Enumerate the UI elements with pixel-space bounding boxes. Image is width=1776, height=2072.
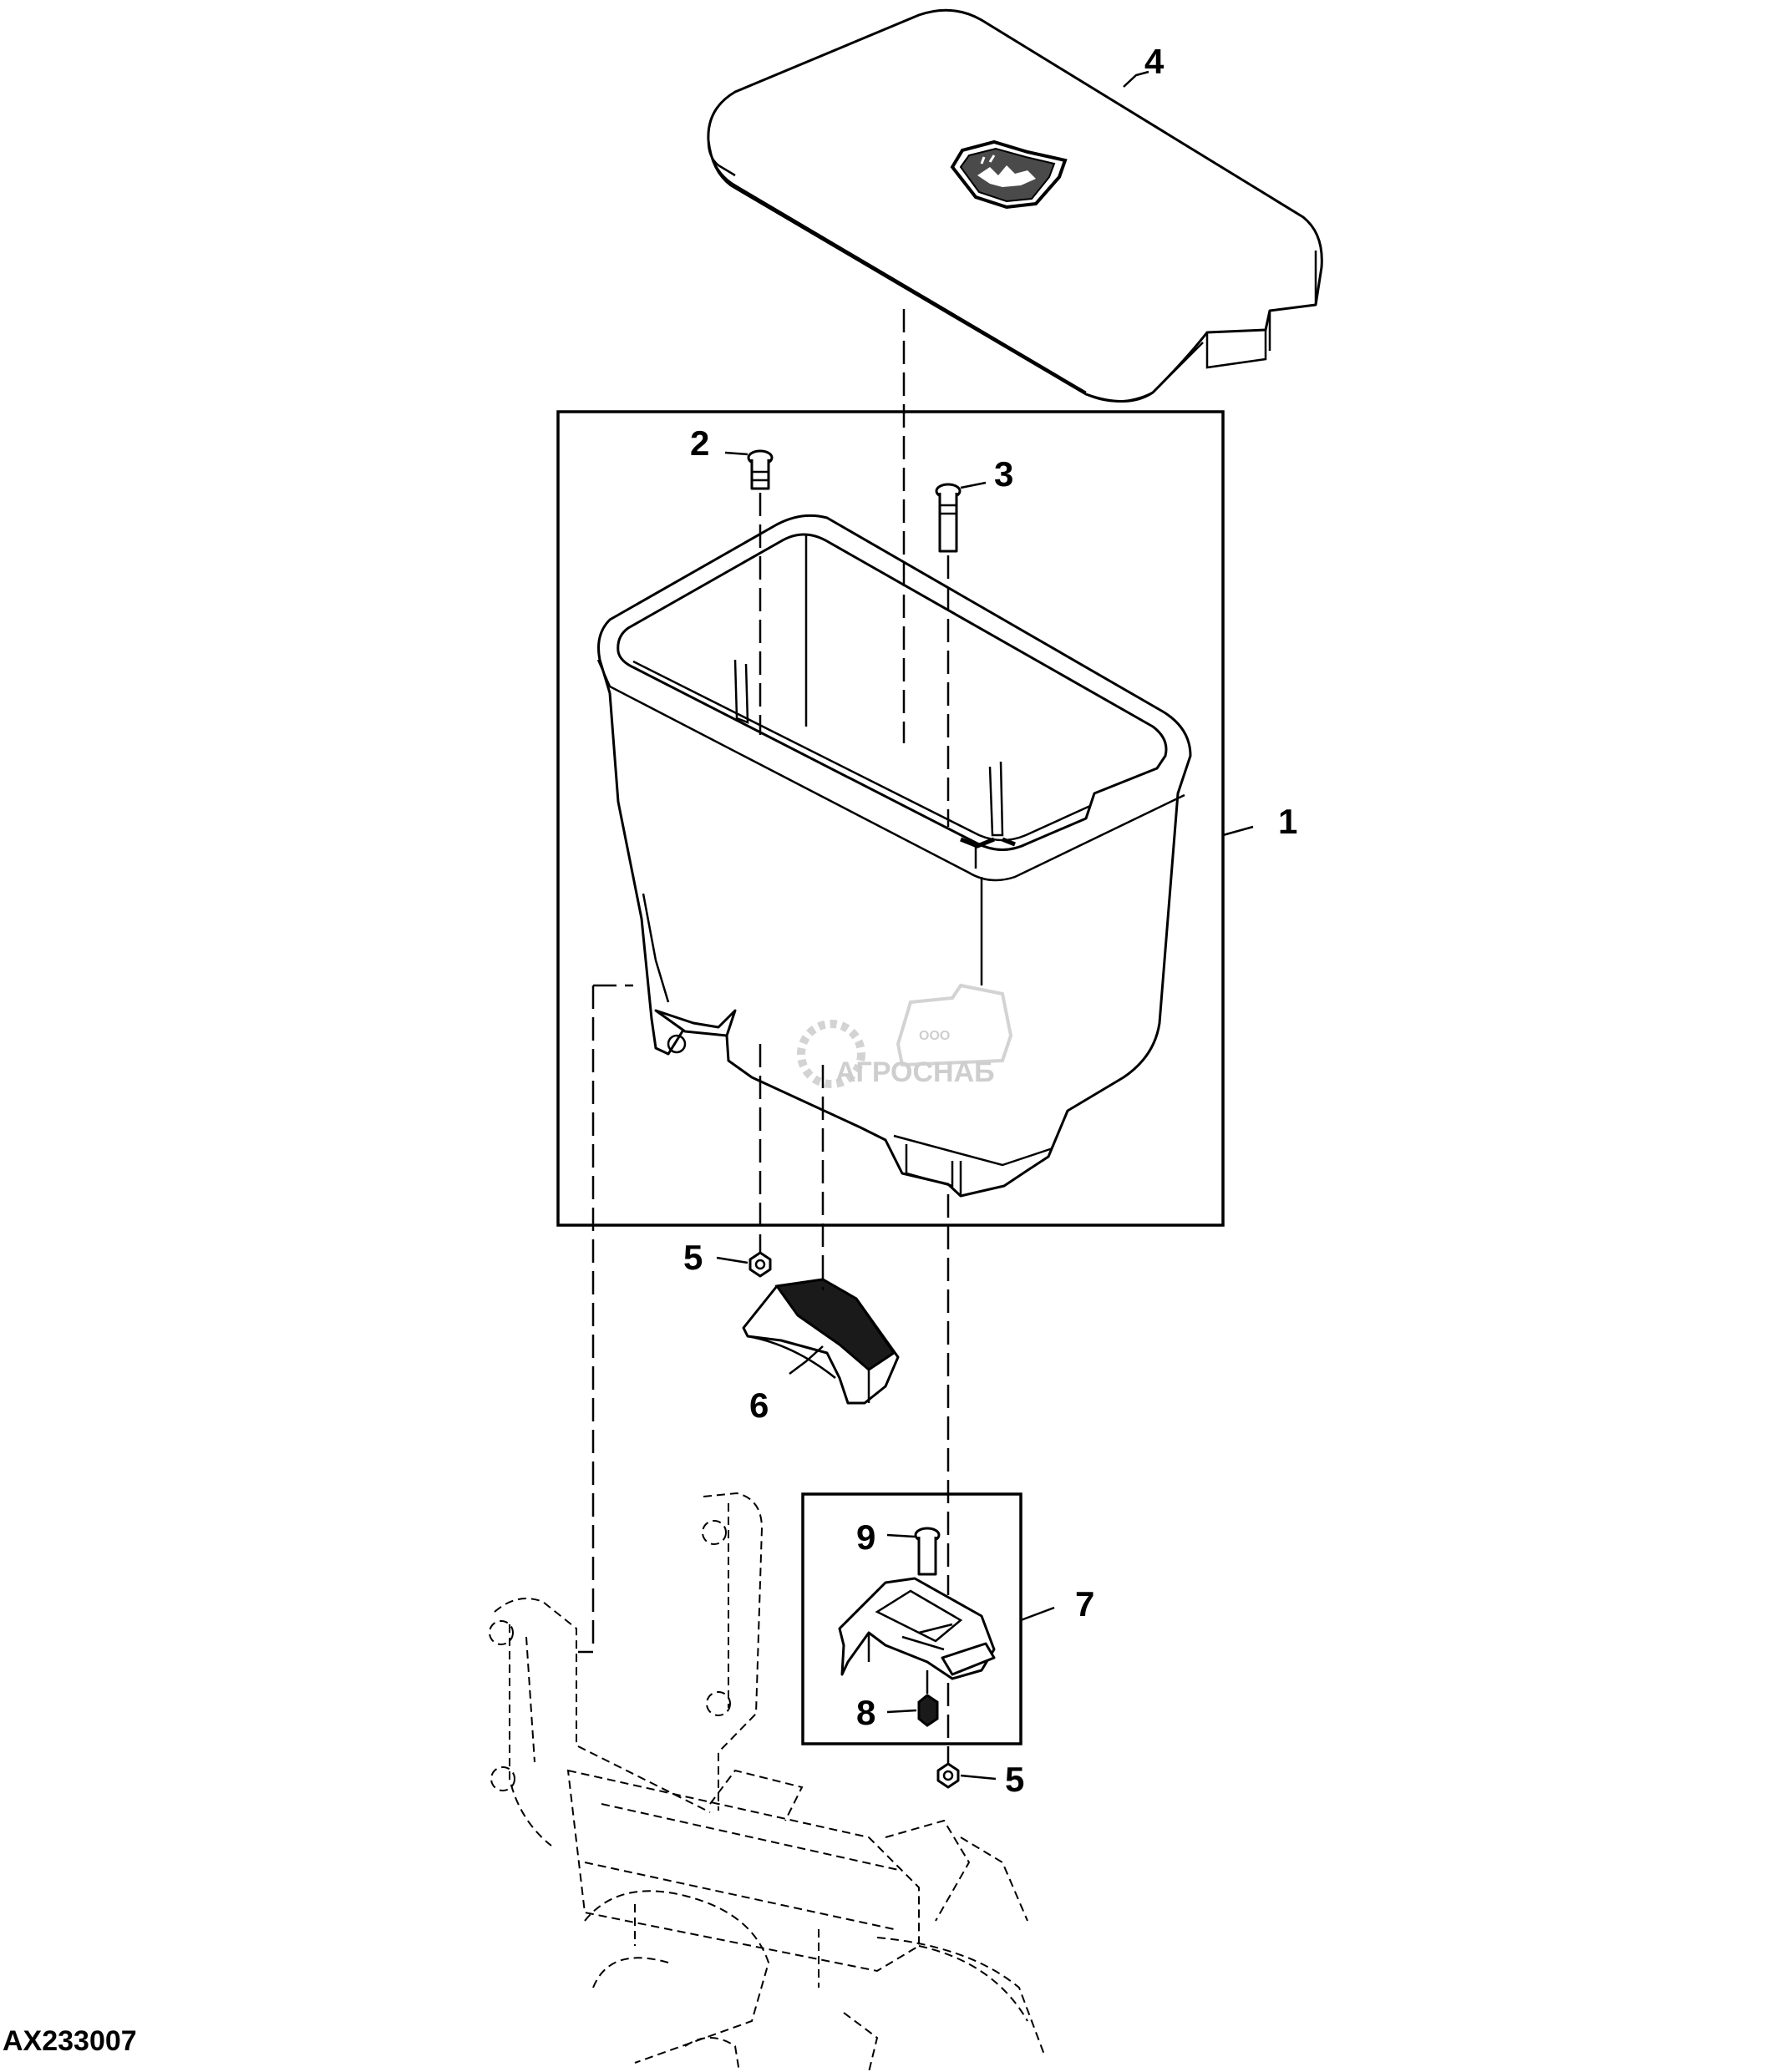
callout-7: 7 xyxy=(1075,1584,1094,1624)
bracket-assembly-box xyxy=(801,1492,1022,1745)
callout-5-lower: 5 xyxy=(1005,1760,1024,1799)
callout-4: 4 xyxy=(1144,42,1165,81)
bracket-part-7 xyxy=(838,1577,996,1680)
callout-1: 1 xyxy=(1278,802,1297,841)
bolt-9 xyxy=(914,1527,941,1576)
dash-hopper-to-frame xyxy=(578,984,633,1654)
watermark-name: АГРОСНАБ xyxy=(835,1056,995,1088)
figure-id: AX233007 xyxy=(3,2025,137,2057)
assembly-lines xyxy=(578,309,950,1764)
callout-8: 8 xyxy=(856,1693,875,1732)
hopper-assembly-box xyxy=(556,410,1225,1227)
leader-lines xyxy=(716,70,1254,1781)
callout-6: 6 xyxy=(749,1386,769,1425)
deer-logo-emblem xyxy=(950,139,1068,210)
row-unit-frame-phantom xyxy=(489,1492,1045,2072)
callout-5-upper: 5 xyxy=(683,1238,703,1277)
callout-3: 3 xyxy=(994,454,1013,494)
seed-cover-part-6 xyxy=(742,1278,900,1405)
agrosnab-watermark: ООО АГРОСНАБ xyxy=(797,983,1013,1088)
nut-5-upper xyxy=(748,1251,772,1278)
nut-5-lower xyxy=(936,1762,960,1789)
callout-2: 2 xyxy=(690,423,709,463)
seed-hopper xyxy=(596,514,1192,1198)
watermark-top-text: ООО xyxy=(919,1029,950,1043)
callout-9: 9 xyxy=(856,1517,875,1557)
bolt-2 xyxy=(747,449,774,490)
bolt-3 xyxy=(935,483,962,553)
nut-8 xyxy=(917,1694,939,1727)
